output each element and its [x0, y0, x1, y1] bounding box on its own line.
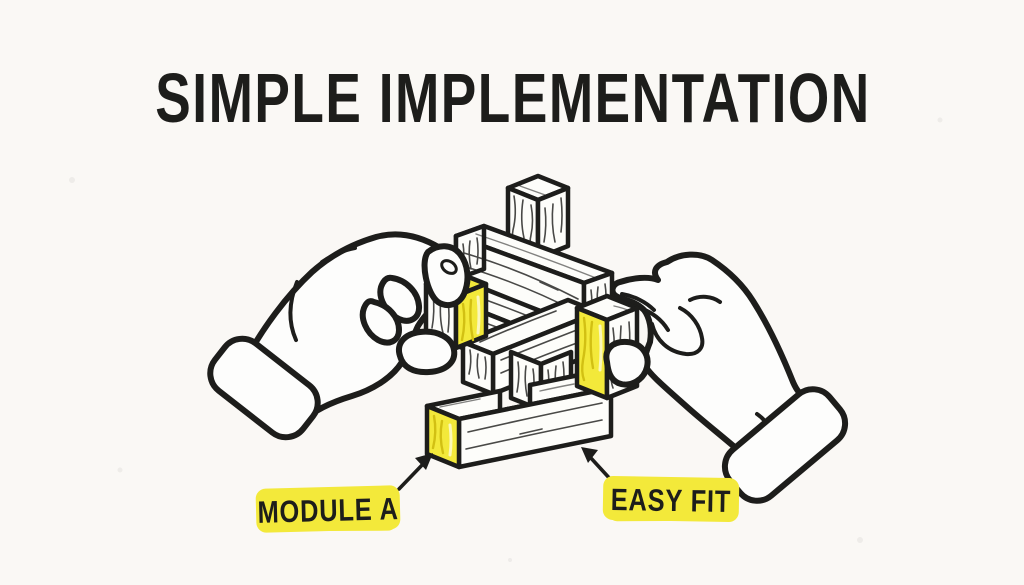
page-title: SIMPLE IMPLEMENTATION — [155, 60, 870, 138]
hand-right-fingers — [603, 338, 651, 388]
left-wrist-crease — [288, 280, 299, 342]
right-knuckle-crease — [688, 294, 722, 304]
left-knuckle-crease — [320, 246, 357, 264]
left-ring-finger — [359, 298, 402, 346]
module-a-label: MODULE A — [255, 485, 401, 533]
yellow-grain — [431, 414, 445, 455]
yellow-grain — [581, 316, 595, 382]
module-a-text: MODULE A — [257, 492, 399, 531]
title-text: SIMPLE IMPLEMENTATION — [155, 60, 870, 138]
left-cuff — [207, 335, 321, 441]
bottom-beam-block — [424, 372, 614, 470]
left-fingernail — [440, 259, 458, 275]
right-palm — [609, 251, 812, 466]
right-thumb — [603, 338, 651, 388]
easy-fit-label: EASY FIT — [602, 475, 740, 523]
block-assembly — [423, 173, 640, 470]
easy-fit-arrow — [581, 447, 614, 483]
hand-left-fingers — [359, 243, 471, 376]
paper-texture — [69, 117, 943, 562]
hand-right-icon — [609, 251, 849, 504]
left-thumb — [396, 328, 458, 376]
easy-fit-text: EASY FIT — [610, 483, 731, 520]
wood-grain — [465, 402, 603, 450]
right-finger-line — [638, 306, 670, 332]
module-a-highlight-face — [424, 403, 462, 470]
right-finger-line2 — [620, 292, 656, 312]
right-finger-curl — [650, 306, 705, 357]
module-a-arrow — [397, 453, 433, 491]
left-index-finger — [421, 243, 471, 309]
